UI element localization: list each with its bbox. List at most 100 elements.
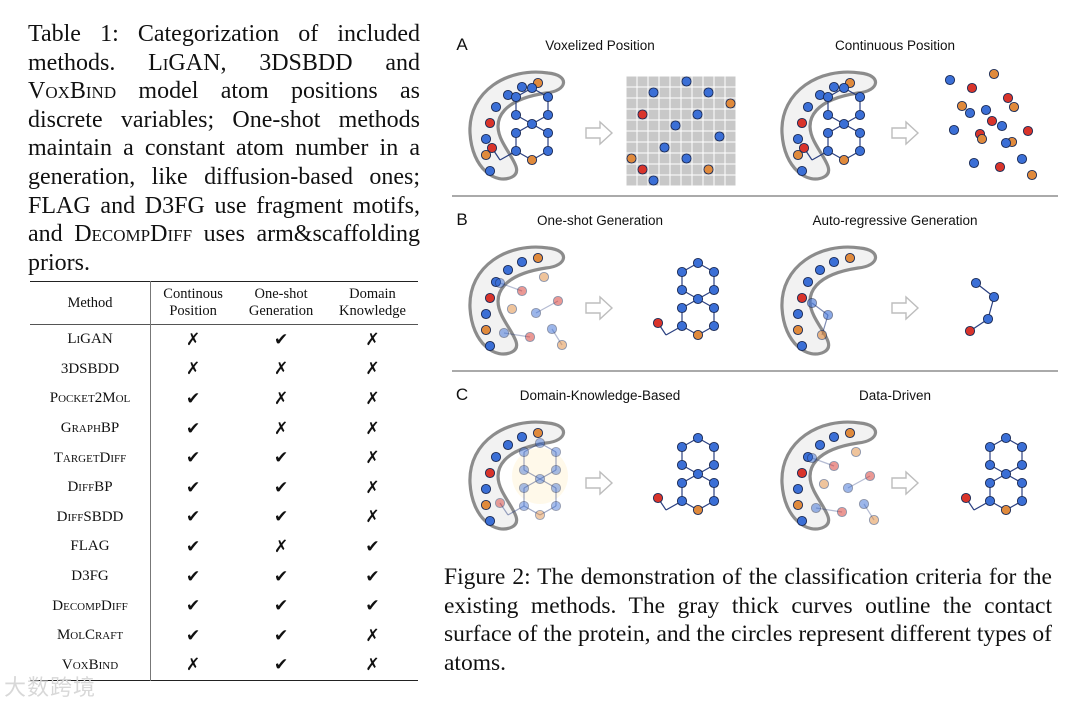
atom-circle [968,157,980,169]
check-mark: ✔ [185,536,201,557]
atom-circle [806,452,818,464]
atom-circle [850,446,862,458]
protein-pocket-outline [468,70,566,181]
atom-circle [708,495,720,507]
atom-circle [498,327,510,339]
atom-circle [648,87,659,98]
atom-circle [982,313,994,325]
atom-circle [854,127,866,139]
transition-arrow-icon [585,295,614,321]
atom-circle [838,82,850,94]
atom-circle [542,109,554,121]
check-mark: ✔ [273,625,289,646]
method-name-smallcaps: DecompDiff [74,221,193,248]
atom-circle [792,149,804,161]
atom-circle [648,175,659,186]
transition-arrow-icon [585,120,614,146]
check-mark: ✔ [185,507,201,528]
method-cell: DiffBP [30,472,151,503]
atom-circle [542,145,554,157]
atom-circle [637,164,648,175]
atom-circle [692,432,704,444]
atom-circle [964,325,976,337]
atom-circle [858,498,870,510]
method-cell: DecompDiff [30,591,151,621]
check-mark: ✔ [273,329,289,350]
method-name-smallcaps: VoxBind [28,78,117,105]
atom-circle [864,470,876,482]
atom-circle [1016,477,1028,489]
table-header-row: Method Continous Position One-shot Gener… [30,281,418,325]
atom-circle [708,284,720,296]
atom-circle [518,446,530,458]
atom-circle [822,127,834,139]
atom-circle [806,297,818,309]
atom-circle [480,149,492,161]
atom-circle [676,266,688,278]
atom-circle [692,293,704,305]
header-domain-knowledge: Domain Knowledge [339,286,406,319]
atom-circle [810,502,822,514]
atom-circle [988,291,1000,303]
atom-circle [484,340,496,352]
atom-circle [516,256,528,268]
atom-circle [822,91,834,103]
atom-circle [822,145,834,157]
panel-left-title: One-shot Generation [537,213,663,228]
cross-mark: ✗ [273,418,289,439]
panel-letter: A [456,35,468,54]
atom-circle [984,459,996,471]
atom-circle [676,459,688,471]
atom-circle [1000,137,1012,149]
bond-line [539,469,557,480]
table-row: DecompDiff✔✔✔ [30,591,418,621]
atom-circle [792,324,804,336]
check-mark: ✔ [273,507,289,528]
atom-circle [964,107,976,119]
atom-circle [1000,504,1012,516]
atom-circle [1008,101,1020,113]
atom-circle [708,320,720,332]
cross-mark: ✗ [365,507,380,528]
atom-circle [692,109,703,120]
panel-right-title: Auto-regressive Generation [812,213,977,228]
atom-circle [542,127,554,139]
atom-circle [708,302,720,314]
watermark: 大数跨境 [4,676,97,701]
caption-text: , 3DSBDD and [220,49,420,76]
atom-circle [480,324,492,336]
cross-mark: ✗ [185,359,201,380]
atom-circle [516,81,528,93]
panel-letter: C [456,385,468,404]
atom-circle [532,252,544,264]
atom-circle [637,109,648,120]
bond-line [507,505,525,516]
header-method: Method [30,281,151,325]
atom-circle [836,506,848,518]
atom-circle [792,483,804,495]
table-row: DiffBP✔✔✗ [30,472,418,503]
atom-circle [984,477,996,489]
atom-circle [518,464,530,476]
atom-circle [960,492,972,504]
atom-circle [526,82,538,94]
check-mark: ✔ [273,596,289,617]
cross-mark: ✗ [365,418,380,439]
panel-left-title: Domain-Knowledge-Based [520,388,681,403]
bond-line [523,478,541,489]
atom-circle [814,439,826,451]
cross-mark: ✗ [365,655,380,676]
atom-circle [526,154,538,166]
cross-mark: ✗ [273,359,289,380]
atom-circle [814,264,826,276]
atom-circle [994,161,1006,173]
atom-circle [792,308,804,320]
atom-circle [510,109,522,121]
atom-circle [714,131,725,142]
table-caption: Table 1: Categorization of included meth… [28,20,420,277]
atom-circle [868,514,880,526]
panel-a [452,68,1058,197]
atom-circle [798,142,810,154]
atom-circle [484,165,496,177]
